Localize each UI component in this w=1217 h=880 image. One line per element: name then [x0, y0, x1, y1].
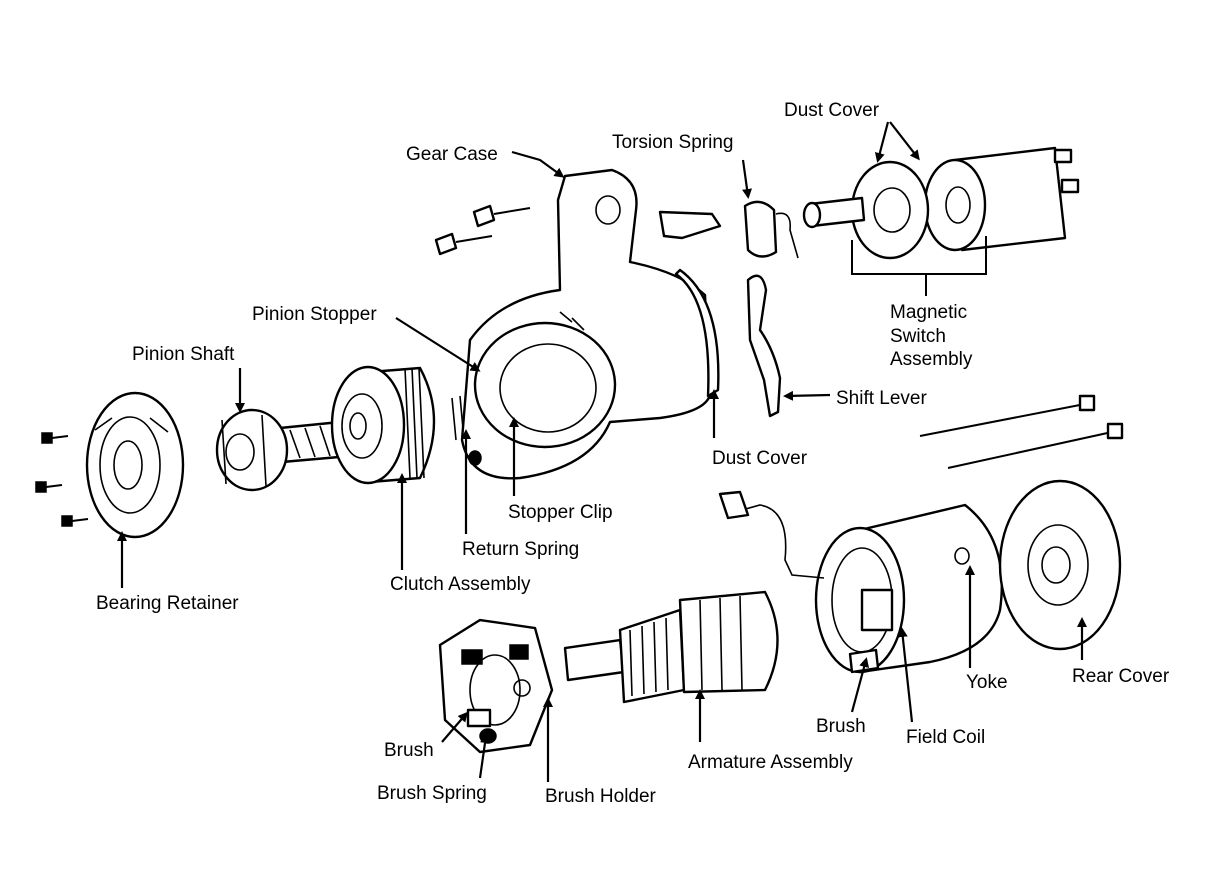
yoke-part: [718, 490, 1004, 674]
label-field-coil: Field Coil: [906, 727, 985, 748]
armature-assembly-part: [563, 590, 779, 704]
label-bearing-retainer: Bearing Retainer: [96, 593, 239, 614]
label-torsion-spring: Torsion Spring: [612, 132, 733, 153]
label-brush-right: Brush: [816, 716, 866, 737]
rear-cover-part: [998, 479, 1122, 651]
label-dust-cover-top: Dust Cover: [784, 100, 880, 121]
shift-lever-part: [746, 274, 782, 418]
shift-lever-fork: [658, 210, 722, 240]
label-return-spring: Return Spring: [462, 539, 579, 560]
label-armature-assembly: Armature Assembly: [688, 752, 853, 773]
label-pinion-stopper: Pinion Stopper: [252, 304, 377, 325]
label-gear-case: Gear Case: [406, 144, 498, 165]
label-brush-left: Brush: [384, 740, 434, 761]
torsion-spring-part: [743, 200, 799, 259]
brush-holder-part: [438, 618, 554, 754]
label-magnetic-switch-3: Assembly: [890, 349, 973, 370]
label-magnetic-switch-2: Switch: [890, 326, 946, 347]
label-yoke: Yoke: [966, 672, 1008, 693]
clutch-assembly-part: [330, 365, 436, 485]
through-bolts: [919, 394, 1124, 469]
magnetic-switch-part: [802, 146, 1080, 260]
label-brush-spring: Brush Spring: [377, 783, 487, 804]
label-brush-holder: Brush Holder: [545, 786, 657, 807]
gear-case-bolts: [434, 204, 531, 256]
gear-case-part: [460, 168, 720, 480]
label-shift-lever: Shift Lever: [836, 388, 927, 409]
label-pinion-shaft: Pinion Shaft: [132, 344, 235, 365]
label-magnetic-switch-1: Magnetic: [890, 302, 967, 323]
bearing-retainer-part: [85, 391, 185, 539]
label-clutch-assembly: Clutch Assembly: [390, 574, 531, 595]
leader-lines: [117, 121, 1087, 782]
label-rear-cover: Rear Cover: [1072, 666, 1170, 687]
label-dust-cover-mid: Dust Cover: [712, 448, 808, 469]
bearing-retainer-screws: [35, 432, 89, 527]
label-stopper-clip: Stopper Clip: [508, 502, 613, 523]
